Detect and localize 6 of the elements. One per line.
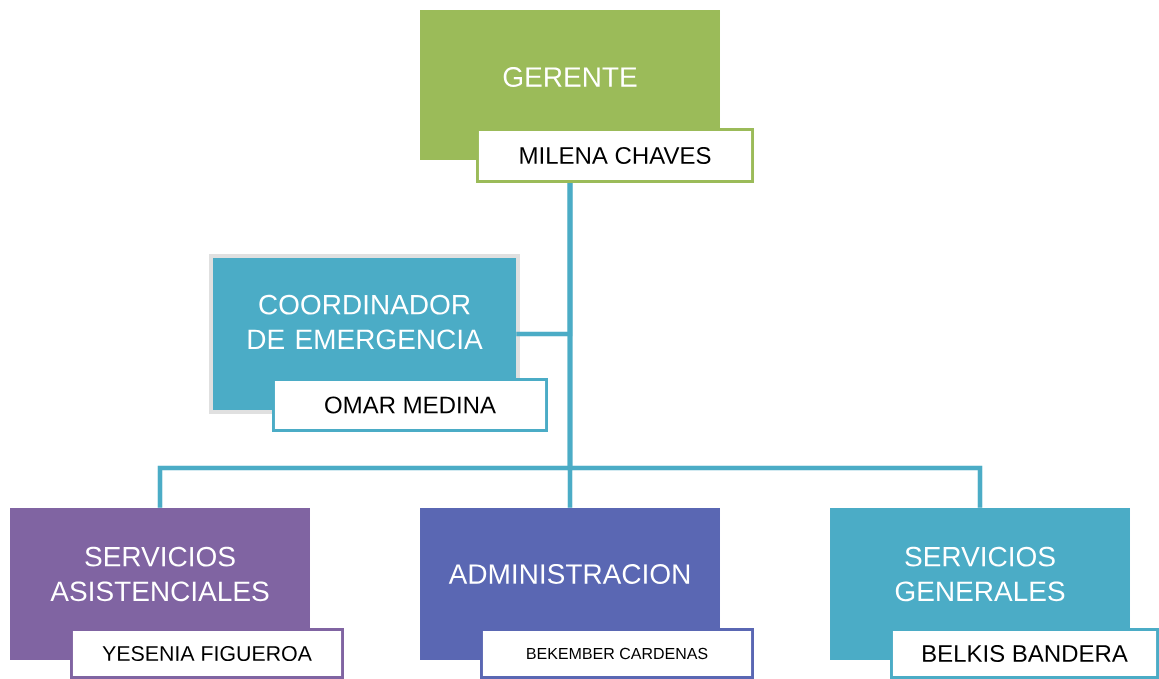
- name-box: BEKEMBER CARDENAS: [480, 628, 754, 679]
- name-box: OMAR MEDINA: [272, 378, 548, 432]
- name-box: MILENA CHAVES: [476, 128, 754, 183]
- connector-line: [567, 183, 983, 508]
- name-box: YESENIA FIGUEROA: [70, 628, 344, 679]
- name-box: BELKIS BANDERA: [890, 628, 1159, 679]
